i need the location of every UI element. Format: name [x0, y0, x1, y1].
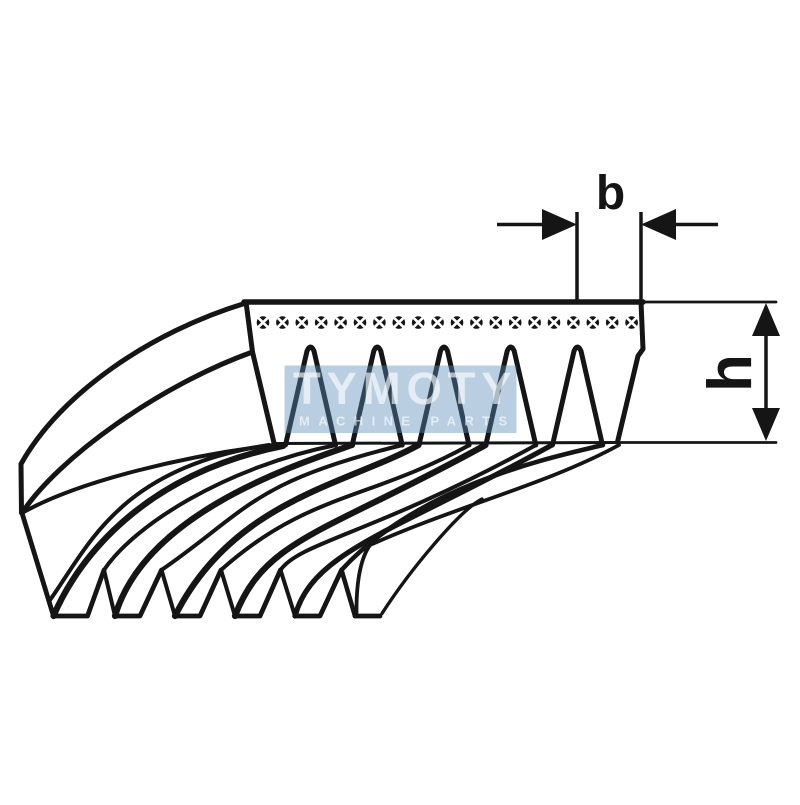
svg-text:h: h — [696, 354, 765, 392]
svg-text:TYMOTY: TYMOTY — [293, 363, 517, 414]
svg-text:b: b — [596, 167, 625, 220]
svg-text:MACHINE PARTS: MACHINE PARTS — [299, 414, 516, 429]
